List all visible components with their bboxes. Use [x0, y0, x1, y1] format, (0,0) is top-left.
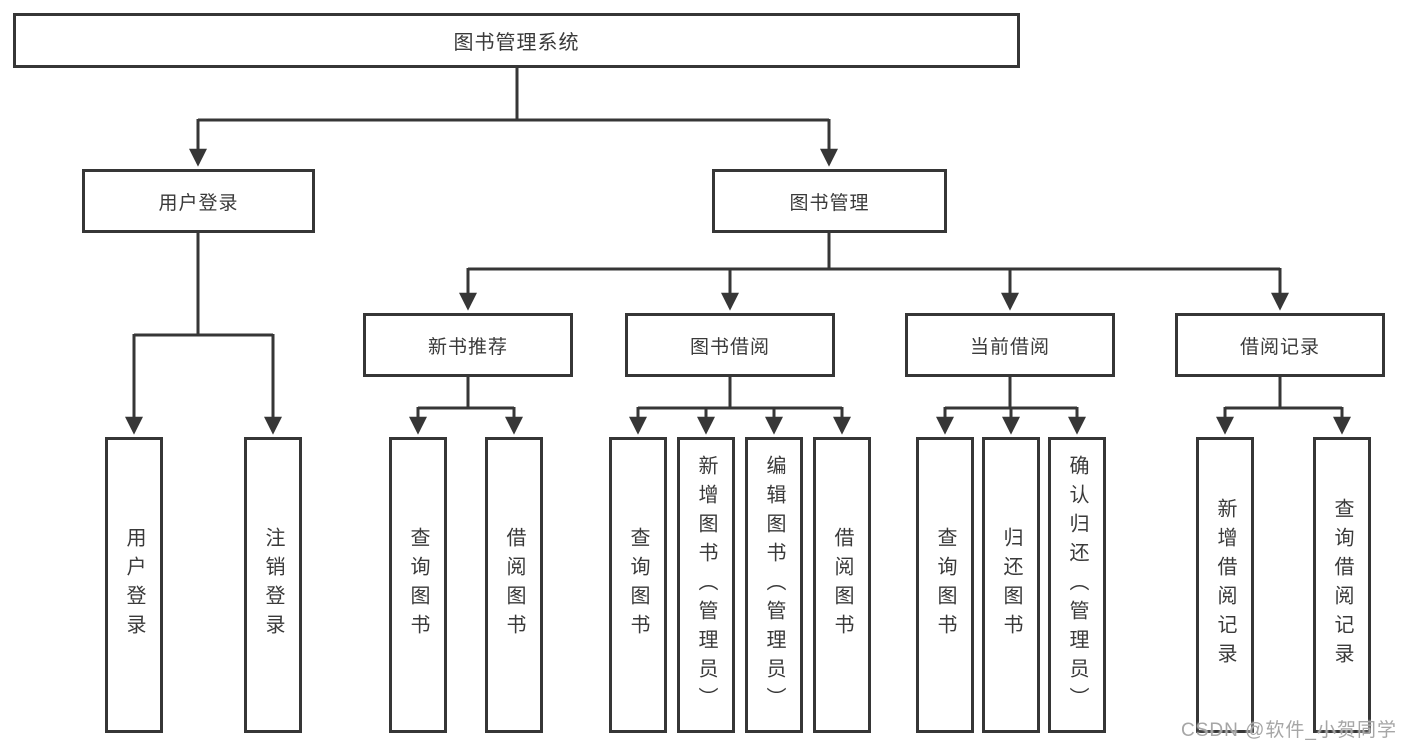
node-label: 图书管理系统: [453, 32, 580, 54]
node-label: 借阅图书: [831, 527, 853, 643]
node-label: 新书推荐: [427, 336, 508, 358]
node-book-borrow: 图书借阅: [625, 313, 835, 377]
node-label: 图书管理: [789, 192, 870, 214]
leaf-confirm-return-admin: 确认归还（管理员）: [1048, 437, 1106, 733]
node-label: 归还图书: [1000, 527, 1022, 643]
node-label: 确认归还（管理员）: [1066, 454, 1088, 716]
node-label: 新增图书（管理员）: [695, 454, 717, 716]
node-label: 借阅图书: [503, 527, 525, 643]
node-label: 注销登录: [262, 527, 284, 643]
node-label: 查询图书: [627, 527, 649, 643]
leaf-edit-books-admin: 编辑图书（管理员）: [745, 437, 803, 733]
node-new-book-recommend: 新书推荐: [363, 313, 573, 377]
node-current-borrow: 当前借阅: [905, 313, 1115, 377]
leaf-add-books-admin: 新增图书（管理员）: [677, 437, 735, 733]
leaf-query-borrow-record: 查询借阅记录: [1313, 437, 1371, 733]
node-user-login: 用户登录: [82, 169, 315, 233]
node-label: 图书借阅: [689, 336, 770, 358]
node-label: 查询图书: [407, 527, 429, 643]
node-label: 新增借阅记录: [1214, 498, 1236, 672]
node-library-system: 图书管理系统: [13, 13, 1020, 68]
node-label: 当前借阅: [969, 336, 1050, 358]
leaf-query-books-recommend: 查询图书: [389, 437, 447, 733]
watermark: CSDN @软件_小贺同学: [1181, 720, 1397, 741]
leaf-return-books: 归还图书: [982, 437, 1040, 733]
node-label: 借阅记录: [1239, 336, 1320, 358]
node-label: 用户登录: [123, 527, 145, 643]
leaf-logout: 注销登录: [244, 437, 302, 733]
leaf-add-borrow-record: 新增借阅记录: [1196, 437, 1254, 733]
node-book-management: 图书管理: [712, 169, 947, 233]
leaf-user-login: 用户登录: [105, 437, 163, 733]
node-borrow-records: 借阅记录: [1175, 313, 1385, 377]
node-label: 查询图书: [934, 527, 956, 643]
node-label: 查询借阅记录: [1331, 498, 1353, 672]
node-label: 编辑图书（管理员）: [763, 454, 785, 716]
leaf-borrow-books-recommend: 借阅图书: [485, 437, 543, 733]
leaf-borrow-books: 借阅图书: [813, 437, 871, 733]
leaf-query-books-borrow: 查询图书: [609, 437, 667, 733]
node-label: 用户登录: [158, 192, 239, 214]
leaf-query-books-current: 查询图书: [916, 437, 974, 733]
